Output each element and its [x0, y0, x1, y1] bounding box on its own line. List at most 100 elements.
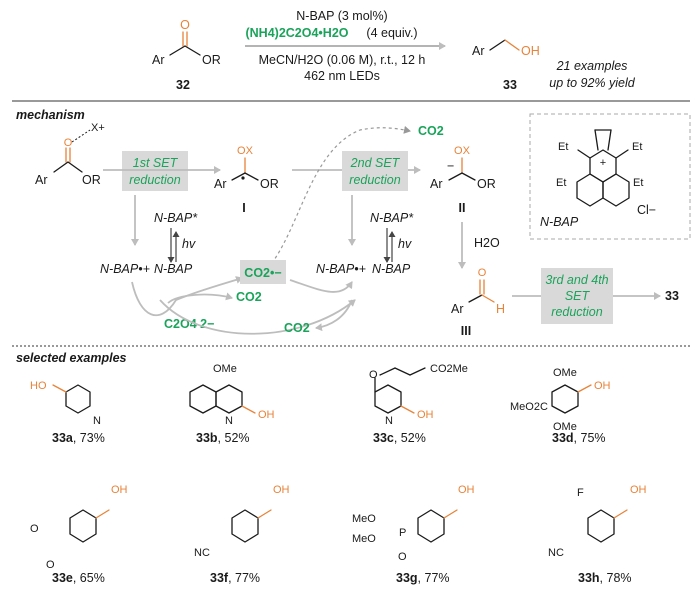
left-nbap-star: N-BAP* [154, 211, 198, 225]
ex33g-code: 33g [396, 571, 418, 585]
ex33g-caption: 33g, 77% [396, 571, 450, 585]
co2-radical: CO2•− [244, 266, 281, 280]
int3-h: H [496, 302, 505, 316]
set2-sub: reduction [349, 173, 400, 187]
ex33g-oh: OH [458, 484, 475, 496]
ex33e-yield: , 65% [73, 571, 105, 585]
et-4: Et [633, 177, 643, 189]
ex33b-code: 33b [196, 431, 218, 445]
int1-or: OR [260, 177, 279, 191]
et-3: Et [556, 177, 566, 189]
nbap-structure: + Et Et Et Et Cl− N-BAP [529, 113, 691, 240]
ex33b-yield: , 52% [218, 431, 250, 445]
co2-release: CO2 [418, 124, 444, 138]
ex33h-f: F [577, 487, 584, 499]
example-33e: OH O O 33e, 65% [30, 484, 128, 585]
set1-label: 1st SET [133, 156, 179, 170]
int3-label: III [461, 324, 471, 338]
ex33d-meo2c: MeO2C [510, 401, 548, 413]
ex33c-code: 33c [373, 431, 394, 445]
example-33g: OH P MeO MeO O 33g, 77% [352, 484, 475, 585]
int2-label: II [459, 201, 466, 215]
ex33c-o: O [369, 369, 378, 381]
set34-mid: SET [565, 289, 591, 303]
mech-product: 33 [665, 289, 679, 303]
chloride: Cl− [637, 203, 656, 217]
int1-ar: Ar [214, 177, 227, 191]
coordinated-ester: O X+ Ar OR [35, 122, 105, 187]
int3-ar: Ar [451, 302, 464, 316]
ex33g-meo-2: MeO [352, 533, 376, 545]
example-33a: HO N 33a, 73% [30, 380, 105, 445]
ex33f-code: 33f [210, 571, 229, 585]
ex33a-caption: 33a, 73% [52, 431, 105, 445]
ex33c-yield: , 52% [394, 431, 426, 445]
cycle-right: N-BAP* hv N-BAP•+ N-BAP CO2 [159, 195, 414, 335]
ex33c-oh: OH [417, 409, 434, 421]
left-nbap-radcat: N-BAP•+ [100, 262, 150, 276]
set1-box: 1st SET reduction [122, 151, 188, 191]
et-2: Et [632, 141, 642, 153]
ex33e-o: O [30, 523, 39, 535]
reactant-label: 32 [176, 78, 190, 92]
product-label: 33 [503, 78, 517, 92]
int1-label: I [242, 201, 245, 215]
ex33e-caption: 33e, 65% [52, 571, 105, 585]
et-1: Et [558, 141, 568, 153]
set2-box: 2nd SET reduction [342, 151, 408, 191]
ex33g-p: P [399, 527, 406, 539]
ex33e-oh: OH [111, 484, 128, 496]
mechanism-scheme: O X+ Ar OR 1st SET reduction OX Ar OR I [35, 113, 691, 338]
ex33h-yield: , 78% [600, 571, 632, 585]
reaction-equation: O Ar OR 32 N-BAP (3 mol%) (NH4)2C2O4•H2O… [152, 9, 636, 92]
ex33g-meo-1: MeO [352, 513, 376, 525]
co2-radical-box: CO2•− [240, 260, 286, 284]
ex33d-caption: 33d, 75% [552, 431, 606, 445]
intermediate-3: O Ar H III [451, 267, 505, 338]
product-oh: OH [521, 44, 540, 58]
example-33h: OH F NC 33h, 78% [548, 484, 647, 585]
ex33a-yield: , 73% [73, 431, 105, 445]
right-nbap-star: N-BAP* [370, 211, 414, 225]
ex33b-ome: OMe [213, 363, 237, 375]
left-nbap: N-BAP [154, 262, 193, 276]
examples-note: 21 examples [556, 59, 628, 73]
int2-ar: Ar [430, 177, 443, 191]
set2-label: 2nd SET [350, 156, 401, 170]
int1-ox: OX [237, 145, 254, 157]
ex33f-yield: , 77% [228, 571, 260, 585]
ex33h-caption: 33h, 78% [578, 571, 632, 585]
reactant-ar: Ar [152, 53, 165, 67]
set34-sub: reduction [551, 305, 602, 319]
oxalate-ion: C2O4 2− [164, 317, 214, 331]
solvent-condition: MeCN/H2O (0.06 M), r.t., 12 h [259, 53, 426, 67]
ex33f-caption: 33f, 77% [210, 571, 260, 585]
left-hv: hv [182, 237, 196, 251]
ex33h-nc: NC [548, 547, 564, 559]
example-33b: OMe N OH 33b, 52% [189, 363, 275, 445]
reactant-or: OR [202, 53, 221, 67]
intermediate-1: OX Ar OR I [214, 145, 279, 215]
reactant-ester: O Ar OR 32 [152, 18, 221, 92]
ex33e-code: 33e [52, 571, 73, 585]
nbap-name: N-BAP [540, 215, 579, 229]
example-33d: OMe OH MeO2C OMe 33d, 75% [510, 367, 611, 445]
int2-ox: OX [454, 145, 471, 157]
catalyst-condition: N-BAP (3 mol%) [296, 9, 387, 23]
ex33g-yield: , 77% [418, 571, 450, 585]
product-alcohol: Ar OH 33 [472, 39, 540, 92]
ex33c-co2me: CO2Me [430, 363, 468, 375]
ex33h-code: 33h [578, 571, 600, 585]
cycle-left: N-BAP* hv N-BAP•+ N-BAP CO2 C2O4 2− [100, 195, 262, 331]
ester-oxygen: O [180, 18, 190, 32]
examples-heading: selected examples [16, 351, 127, 365]
ex33e-o2: O [46, 559, 55, 571]
ex33f-nc: NC [194, 547, 210, 559]
mechanism-heading: mechanism [16, 108, 85, 122]
ex33b-n: N [225, 415, 233, 427]
ex33d-code: 33d [552, 431, 574, 445]
example-33c: O CO2Me N OH 33c, 52% [369, 363, 468, 445]
x-plus: X+ [91, 122, 105, 134]
intermediate-2: OX − Ar OR II [430, 145, 496, 215]
ex33a-ho: HO [30, 380, 47, 392]
